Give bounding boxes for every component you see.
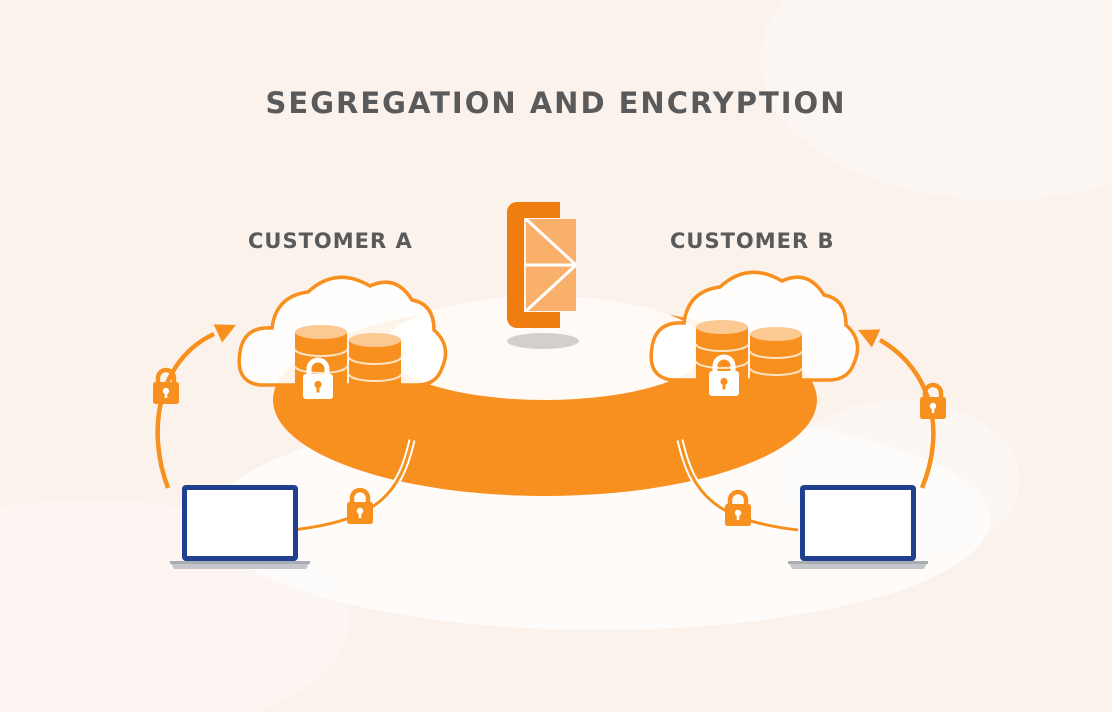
customer-b-flow	[676, 320, 946, 569]
customer-b-storage	[649, 270, 860, 396]
padlock-icon	[153, 370, 179, 404]
customer-a-storage	[237, 275, 448, 399]
customer-a-flow	[153, 315, 416, 569]
laptop-icon	[170, 485, 310, 569]
padlock-icon	[920, 385, 946, 419]
laptop-icon	[788, 485, 928, 569]
firewall-icon	[507, 202, 579, 349]
diagram-title: SEGREGATION AND ENCRYPTION	[265, 86, 847, 120]
customer-a-label: CUSTOMER A	[248, 229, 413, 253]
customer-b-label: CUSTOMER B	[670, 229, 835, 253]
